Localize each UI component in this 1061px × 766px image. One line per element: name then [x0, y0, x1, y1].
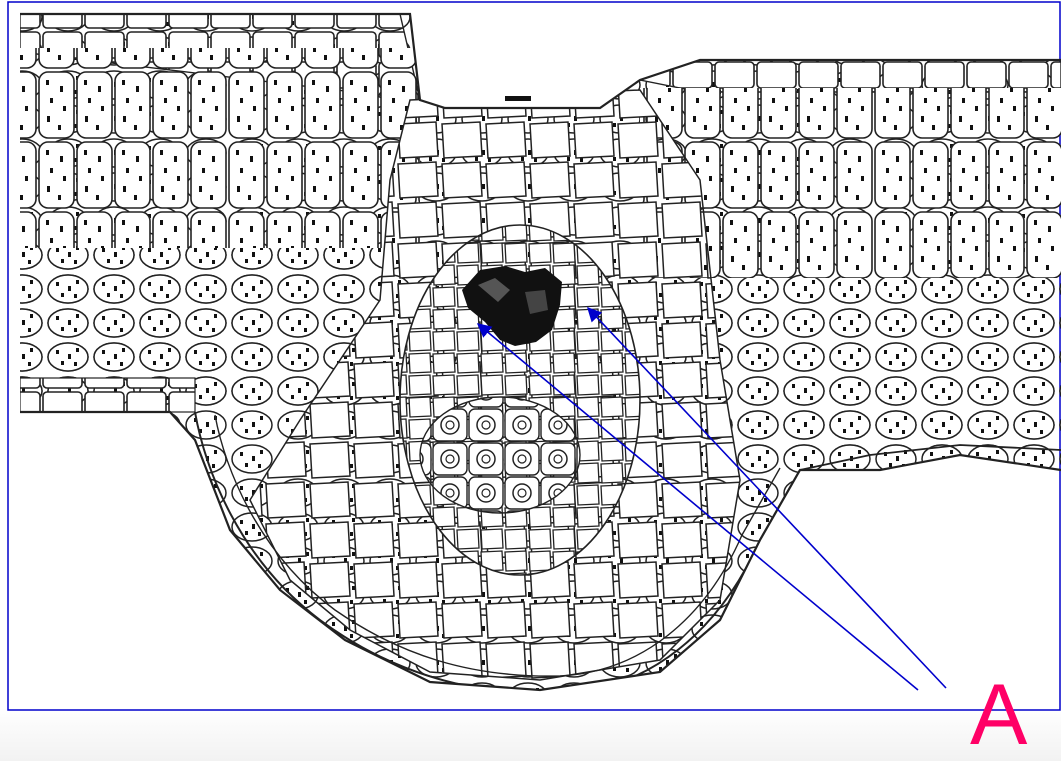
- label-a: A: [970, 672, 1027, 758]
